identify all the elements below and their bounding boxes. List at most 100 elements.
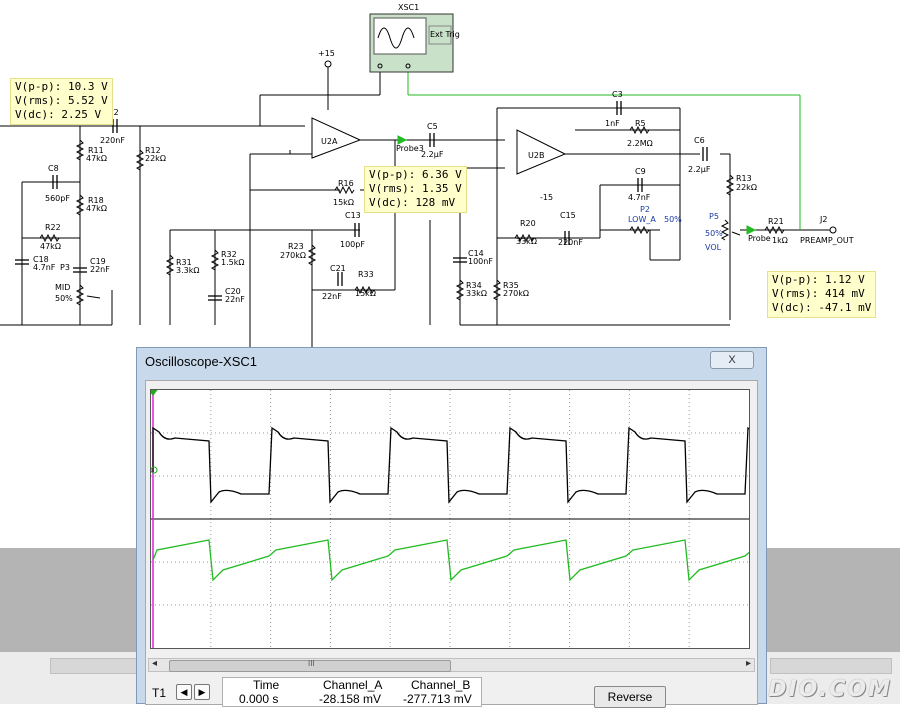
cursor-t1-marker-icon[interactable] xyxy=(147,388,159,396)
r16-value: 15kΩ xyxy=(333,198,354,207)
oscilloscope-instrument-icon[interactable] xyxy=(369,13,454,73)
c2-label: C2 xyxy=(108,108,119,117)
c3-value: 1nF xyxy=(605,119,620,128)
scroll-thumb[interactable]: III xyxy=(169,659,451,672)
p5-name: VOL xyxy=(705,243,722,252)
c2-value: 220nF xyxy=(100,136,125,145)
probe-vdc: V(dc): 128 mV xyxy=(369,196,456,209)
c14-label: C14 xyxy=(468,249,484,258)
c5-value: 2.2µF xyxy=(421,150,444,159)
c21-value: 22nF xyxy=(322,292,342,301)
r11-value: 47kΩ xyxy=(86,154,107,163)
c15-label: C15 xyxy=(560,211,576,220)
c13-label: C13 xyxy=(345,211,361,220)
scope-scrollbar[interactable]: ◂ III ▸ xyxy=(148,658,755,672)
channel-b-trace xyxy=(152,539,865,582)
ext-trig-label: Ext Trig xyxy=(430,30,460,39)
p3-name: MID xyxy=(55,283,70,292)
c18-value: 4.7nF xyxy=(33,263,56,272)
t1-channel-a-value: -28.158 mV xyxy=(319,692,382,706)
r11-label: R11 xyxy=(88,146,104,155)
p2-name: LOW_A xyxy=(628,215,656,224)
c9-value: 4.7nF xyxy=(628,193,651,202)
window-title: Oscilloscope-XSC1 xyxy=(145,354,257,369)
r18-label: R18 xyxy=(88,196,104,205)
p5-label: P5 xyxy=(709,212,719,221)
c3-label: C3 xyxy=(612,90,623,99)
r22-value: 47kΩ xyxy=(40,242,61,251)
c15-value: 220nF xyxy=(558,238,583,247)
r13-value: 22kΩ xyxy=(736,183,757,192)
t1-time-value: 0.000 s xyxy=(239,692,279,706)
r23-label: R23 xyxy=(288,242,304,251)
probe-vdc: V(dc): -47.1 mV xyxy=(772,301,872,314)
r21-label: R21 xyxy=(768,217,784,226)
c18-label: C18 xyxy=(33,255,49,264)
probe-readout-probe3[interactable]: V(p-p): 6.36 V V(rms): 1.35 V V(dc): 128… xyxy=(364,166,467,213)
r20-value: 33kΩ xyxy=(516,237,537,246)
r21-value: 1kΩ xyxy=(772,236,788,245)
c9-label: C9 xyxy=(635,167,646,176)
scroll-right-icon[interactable]: ▸ xyxy=(745,658,751,669)
probe-vpp: V(p-p): 1.12 V xyxy=(772,273,865,286)
reverse-button[interactable]: Reverse xyxy=(594,686,666,708)
r35-value: 270kΩ xyxy=(503,289,529,298)
j2-label: J2 xyxy=(819,215,827,224)
c6-value: 2.2µF xyxy=(688,165,711,174)
c14-value: 100nF xyxy=(468,257,493,266)
scroll-grip: III xyxy=(308,659,315,668)
p2-percent: 50% xyxy=(664,215,682,224)
p2-label: P2 xyxy=(640,205,650,214)
c20-value: 22nF xyxy=(225,295,245,304)
r32-label: R32 xyxy=(221,250,237,259)
r20-label: R20 xyxy=(520,219,536,228)
probe-vdc: V(dc): 2.25 V xyxy=(15,108,102,121)
c13-value: 100pF xyxy=(340,240,365,249)
preamp-out-label: PREAMP_OUT xyxy=(800,236,854,245)
c8-value: 560pF xyxy=(45,194,70,203)
supply-pos-label: +15 xyxy=(318,49,335,58)
opamp-u2b-label: U2B xyxy=(528,151,544,160)
probe-vrms: V(rms): 414 mV xyxy=(772,287,865,300)
r12-label: R12 xyxy=(145,146,161,155)
measurement-table: Time Channel_A Channel_B 0.000 s -28.158… xyxy=(222,677,482,707)
col-time-header: Time xyxy=(253,678,280,692)
r12-value: 22kΩ xyxy=(145,154,166,163)
c8-label: C8 xyxy=(48,164,59,173)
col-channel-a-header: Channel_A xyxy=(323,678,383,692)
r34-label: R34 xyxy=(466,281,482,290)
close-button[interactable]: X xyxy=(710,351,754,369)
p3-percent: 50% xyxy=(55,294,73,303)
opamp-u2a-label: U2A xyxy=(321,137,338,146)
probe-vrms: V(rms): 1.35 V xyxy=(369,182,462,195)
probe-readout-output[interactable]: V(p-p): 1.12 V V(rms): 414 mV V(dc): -47… xyxy=(767,271,877,318)
c6-label: C6 xyxy=(694,136,705,145)
scroll-left-icon[interactable]: ◂ xyxy=(152,658,158,669)
r33-value: 15kΩ xyxy=(355,289,376,298)
oscilloscope-window[interactable]: Oscilloscope-XSC1 X ◂ III ▸ T1 ◀ ▶ Time … xyxy=(136,347,865,708)
cursor-left-button[interactable]: ◀ xyxy=(176,684,192,700)
c19-label: C19 xyxy=(90,257,106,266)
r31-label: R31 xyxy=(176,258,192,267)
cursor-t1-label: T1 xyxy=(152,686,167,700)
probe-readout-input[interactable]: V(p-p): 10.3 V V(rms): 5.52 V V(dc): 2.2… xyxy=(10,78,113,125)
probe3-label: Probe3 xyxy=(396,144,424,153)
cursor-right-button[interactable]: ▶ xyxy=(194,684,210,700)
t1-channel-b-value: -277.713 mV xyxy=(403,692,472,706)
c21-label: C21 xyxy=(330,264,346,273)
p5-percent: 50% xyxy=(705,229,723,238)
horizontal-scrollbar-right[interactable] xyxy=(770,658,892,674)
p3-label: P3 xyxy=(60,263,70,272)
r5-label: R5 xyxy=(635,119,646,128)
r35-label: R35 xyxy=(503,281,519,290)
r23-value: 270kΩ xyxy=(280,251,306,260)
c5-label: C5 xyxy=(427,122,438,131)
channel-a-marker-icon xyxy=(150,466,158,474)
channel-a-trace xyxy=(152,426,864,504)
probe-vpp: V(p-p): 6.36 V xyxy=(369,168,462,181)
col-channel-b-header: Channel_B xyxy=(411,678,471,692)
scope-display[interactable] xyxy=(147,388,865,649)
probe-out-label: Probe xyxy=(748,234,771,243)
r33-label: R33 xyxy=(358,270,374,279)
